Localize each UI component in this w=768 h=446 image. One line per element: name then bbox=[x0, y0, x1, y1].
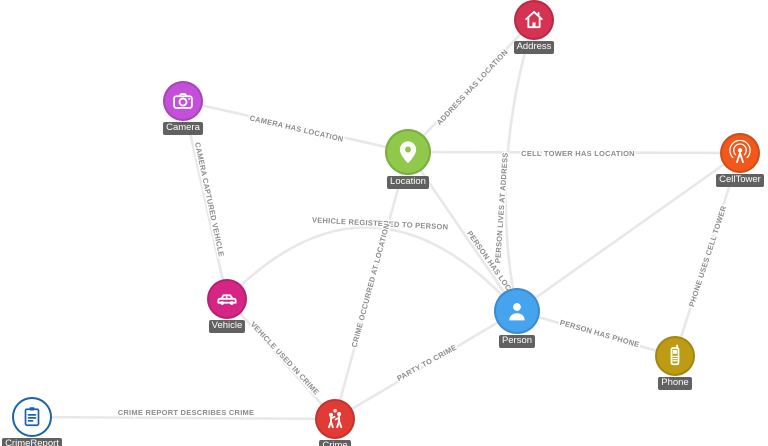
node-phone-circle[interactable] bbox=[655, 336, 695, 376]
edge-label: CAMERA HAS LOCATION bbox=[249, 113, 345, 143]
edge-label: CRIME OCCURRED AT LOCATION bbox=[350, 222, 392, 348]
person-icon bbox=[509, 303, 525, 321]
edge-label: ADDRESS HAS LOCATION bbox=[435, 48, 510, 127]
node-camera-circle[interactable] bbox=[163, 81, 203, 121]
node-crimereport-circle[interactable] bbox=[12, 397, 52, 437]
node-label: Phone bbox=[658, 377, 692, 390]
node-label: CrimeReport bbox=[2, 438, 62, 446]
node-location-circle[interactable] bbox=[385, 129, 431, 175]
node-label: Person bbox=[498, 335, 536, 348]
mobile-phone-icon bbox=[670, 344, 680, 366]
edge-label: CRIME REPORT DESCRIBES CRIME bbox=[118, 408, 255, 417]
edge-vehicle-crime[interactable] bbox=[225, 297, 337, 421]
node-celltower-circle[interactable] bbox=[720, 133, 760, 173]
edge-crimereport-crime[interactable] bbox=[30, 415, 337, 421]
node-crime-circle[interactable] bbox=[315, 399, 355, 439]
node-camera: Camera bbox=[123, 81, 243, 135]
edge-label: CAMERA CAPTURED VEHICLE bbox=[193, 141, 226, 257]
node-crimereport: CrimeReport bbox=[0, 397, 92, 446]
node-person-circle[interactable] bbox=[494, 288, 540, 334]
node-address-circle[interactable] bbox=[514, 0, 554, 40]
edge-camera-location[interactable] bbox=[181, 99, 410, 154]
node-label: Vehicle bbox=[208, 320, 246, 333]
edge-person-phone[interactable] bbox=[515, 309, 677, 358]
car-icon bbox=[217, 294, 237, 305]
edge-celltower-location[interactable] bbox=[406, 150, 742, 155]
edge-crime-location[interactable] bbox=[333, 150, 410, 421]
edge-person-crime[interactable] bbox=[333, 309, 519, 421]
node-location: Location bbox=[348, 129, 468, 189]
node-label: CellTower bbox=[716, 174, 764, 187]
assault-icon bbox=[328, 409, 343, 429]
edge-label: CELL TOWER HAS LOCATION bbox=[521, 149, 635, 158]
edge-label: PARTY TO CRIME bbox=[395, 343, 458, 383]
edge-address-location[interactable] bbox=[406, 18, 536, 154]
camera-icon bbox=[173, 93, 193, 109]
node-label: Crime bbox=[319, 440, 351, 446]
node-person: Person bbox=[457, 288, 577, 348]
edge-person-celltower[interactable] bbox=[515, 151, 742, 313]
map-pin-icon bbox=[399, 141, 417, 164]
edge-person-address[interactable] bbox=[504, 18, 536, 313]
edge-vehicle-person[interactable] bbox=[225, 226, 519, 313]
report-icon bbox=[24, 407, 40, 427]
edge-label: PHONE USES CELL TOWER bbox=[687, 204, 728, 308]
node-vehicle-circle[interactable] bbox=[207, 279, 247, 319]
node-address: Address bbox=[474, 0, 594, 54]
node-label: Address bbox=[513, 41, 555, 54]
node-phone: Phone bbox=[615, 336, 735, 390]
node-label: Camera bbox=[163, 122, 203, 135]
node-vehicle: Vehicle bbox=[167, 279, 287, 333]
house-icon bbox=[525, 11, 543, 29]
node-label: Location bbox=[387, 176, 429, 189]
node-crime: Crime bbox=[275, 399, 395, 446]
broadcast-icon bbox=[729, 140, 751, 164]
node-celltower: CellTower bbox=[680, 133, 768, 187]
